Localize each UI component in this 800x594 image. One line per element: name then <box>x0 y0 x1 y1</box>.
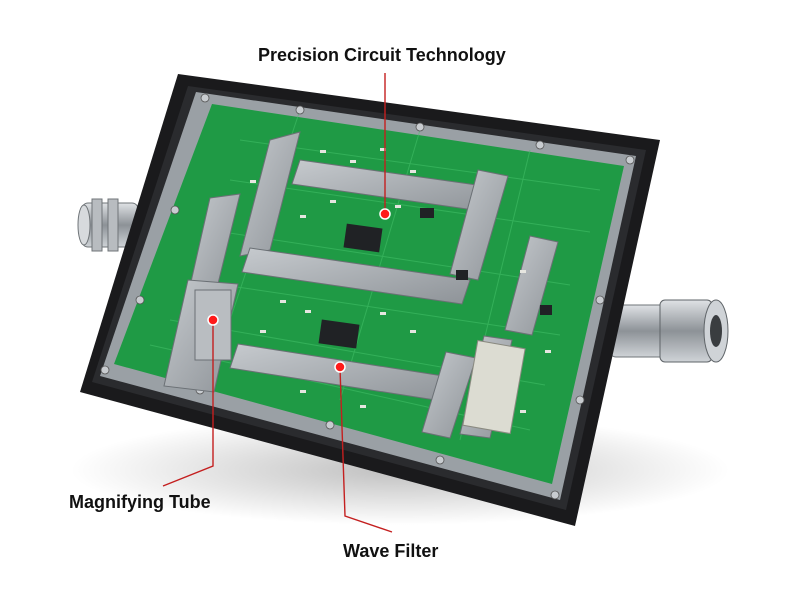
filter-module <box>462 339 526 435</box>
callout-magnifying-tube: Magnifying Tube <box>69 492 211 512</box>
callout-markers <box>207 208 391 373</box>
callout-lines <box>162 73 393 533</box>
marker-wave-filter <box>334 361 346 373</box>
marker-precision-circuit <box>379 208 391 220</box>
left-n-connector <box>77 198 139 252</box>
marker-magnifying-tube <box>207 314 219 326</box>
callout-wave-filter: Wave Filter <box>343 541 439 561</box>
callout-precision-circuit-technology: Precision Circuit Technology <box>258 45 506 65</box>
right-n-connector <box>609 299 729 363</box>
